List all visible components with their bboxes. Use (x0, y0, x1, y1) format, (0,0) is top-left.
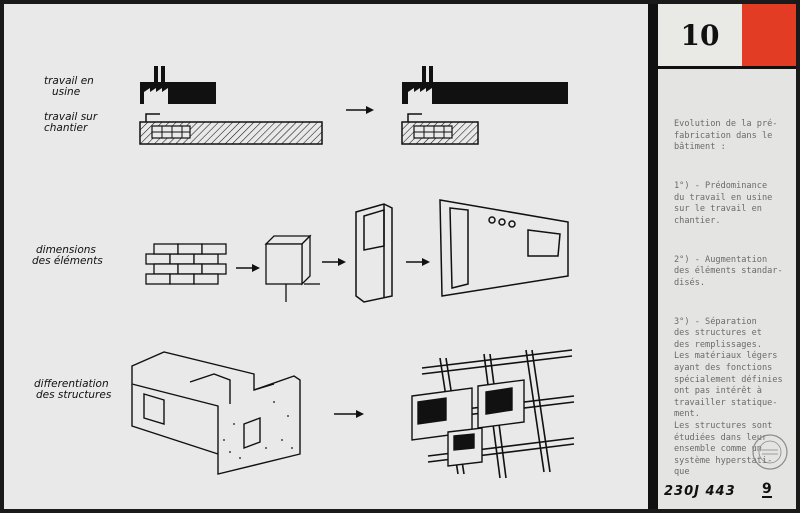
drawing-panel: travail en usine travail sur chantier di… (4, 4, 648, 509)
caption-panel: 10 Evolution de la pré- fabrication dans… (658, 4, 796, 509)
site-bar-before (139, 113, 323, 145)
caption-point-3: 3°) - Séparation des structures et des r… (674, 316, 783, 478)
red-accent-box (742, 4, 796, 69)
caption-intro: Evolution de la pré- fabrication dans le… (674, 119, 778, 153)
structure-differentiation-diagram (131, 349, 575, 479)
block-element-drawing (264, 234, 320, 302)
infill-panels-drawing (411, 379, 525, 467)
presentation-board: travail en usine travail sur chantier di… (4, 4, 796, 509)
factory-bar-before (140, 66, 216, 104)
right-arrow-icon (346, 106, 374, 114)
brick-wall-drawing (145, 243, 227, 285)
element-dimensions-diagram (145, 199, 569, 303)
factory-bar-after (402, 66, 568, 104)
archive-stamp-icon (752, 434, 788, 470)
archive-reference: 230J 443 (664, 484, 736, 499)
site-bar-after (401, 113, 479, 145)
caption-point-2: 2°) - Augmentation des éléments standar-… (674, 254, 783, 288)
masonry-structure-drawing (131, 351, 301, 475)
caption-point-1: 1°) - Prédominance du travail en usine s… (674, 181, 773, 226)
page-number: 9 (762, 481, 772, 498)
right-arrow-icon (334, 410, 364, 418)
right-arrow-icon (322, 258, 346, 266)
label-differentiation-structures: differentiation des structures (34, 378, 112, 401)
plate-number: 10 (680, 18, 720, 52)
caption-text: Evolution de la pré- fabrication dans le… (674, 96, 796, 506)
label-travail-chantier: travail sur chantier (44, 111, 98, 134)
divider-band (648, 4, 658, 509)
right-arrow-icon (236, 264, 260, 272)
label-travail-usine: travail en usine (44, 75, 94, 98)
factory-work-diagram (139, 66, 568, 145)
door-panel-drawing (355, 203, 393, 303)
wall-panel-drawing (439, 199, 569, 297)
label-dimensions-elements: dimensions des éléments (32, 244, 103, 267)
plate-number-box: 10 (658, 4, 742, 69)
right-arrow-icon (406, 258, 430, 266)
